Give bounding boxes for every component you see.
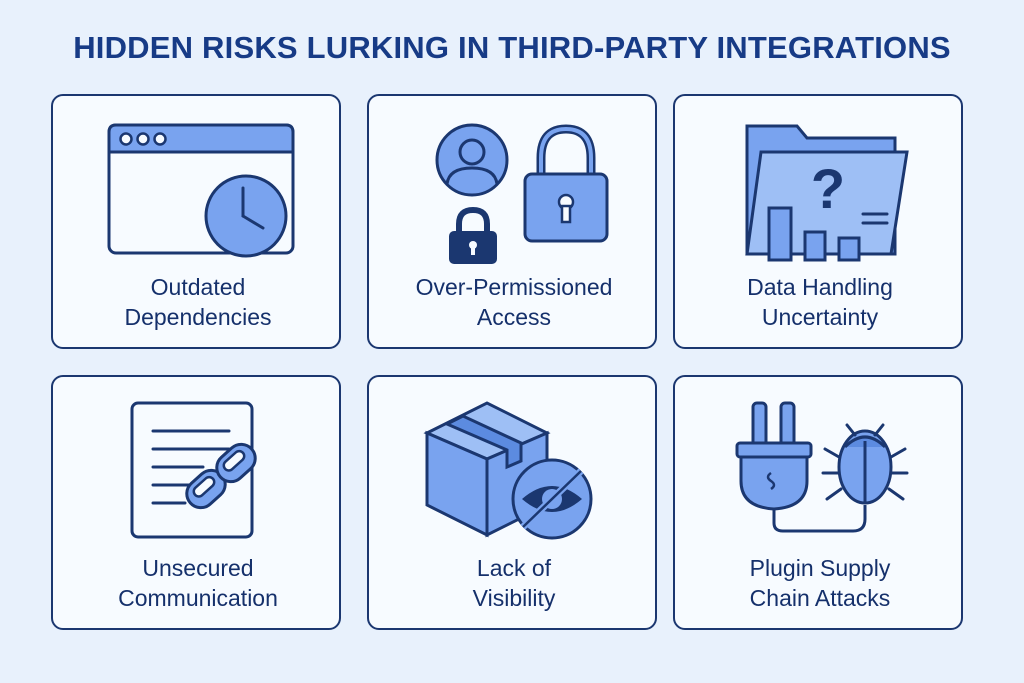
- card-label: Over-Permissioned Access: [415, 274, 613, 330]
- card-data-handling-uncertainty: ? Data Handling Uncertainty: [673, 94, 963, 349]
- document-link-icon: [130, 401, 257, 539]
- card-plugin-supply-chain-attacks: Plugin Supply Chain Attacks: [673, 375, 963, 630]
- card-lack-of-visibility: Lack of Visibility: [367, 375, 657, 630]
- card-label: Lack of Visibility: [472, 555, 556, 611]
- user-lock-icon: [435, 123, 609, 264]
- card-label: Plugin Supply Chain Attacks: [749, 555, 891, 611]
- folder-question-icon: ?: [745, 124, 909, 262]
- browser-clock-icon: [107, 123, 295, 258]
- card-outdated-dependencies: Outdated Dependencies: [51, 94, 341, 349]
- card-over-permissioned-access: Over-Permissioned Access: [367, 94, 657, 349]
- card-label: Data Handling Uncertainty: [747, 274, 893, 330]
- card-label: Unsecured Communication: [118, 555, 278, 611]
- box-hidden-eye-icon: [423, 401, 593, 540]
- svg-text:?: ?: [811, 157, 845, 220]
- page-title: HIDDEN RISKS LURKING IN THIRD-PARTY INTE…: [73, 30, 951, 65]
- card-unsecured-communication: Unsecured Communication: [51, 375, 341, 630]
- card-label: Outdated Dependencies: [124, 274, 272, 330]
- plug-bug-icon: [735, 401, 909, 533]
